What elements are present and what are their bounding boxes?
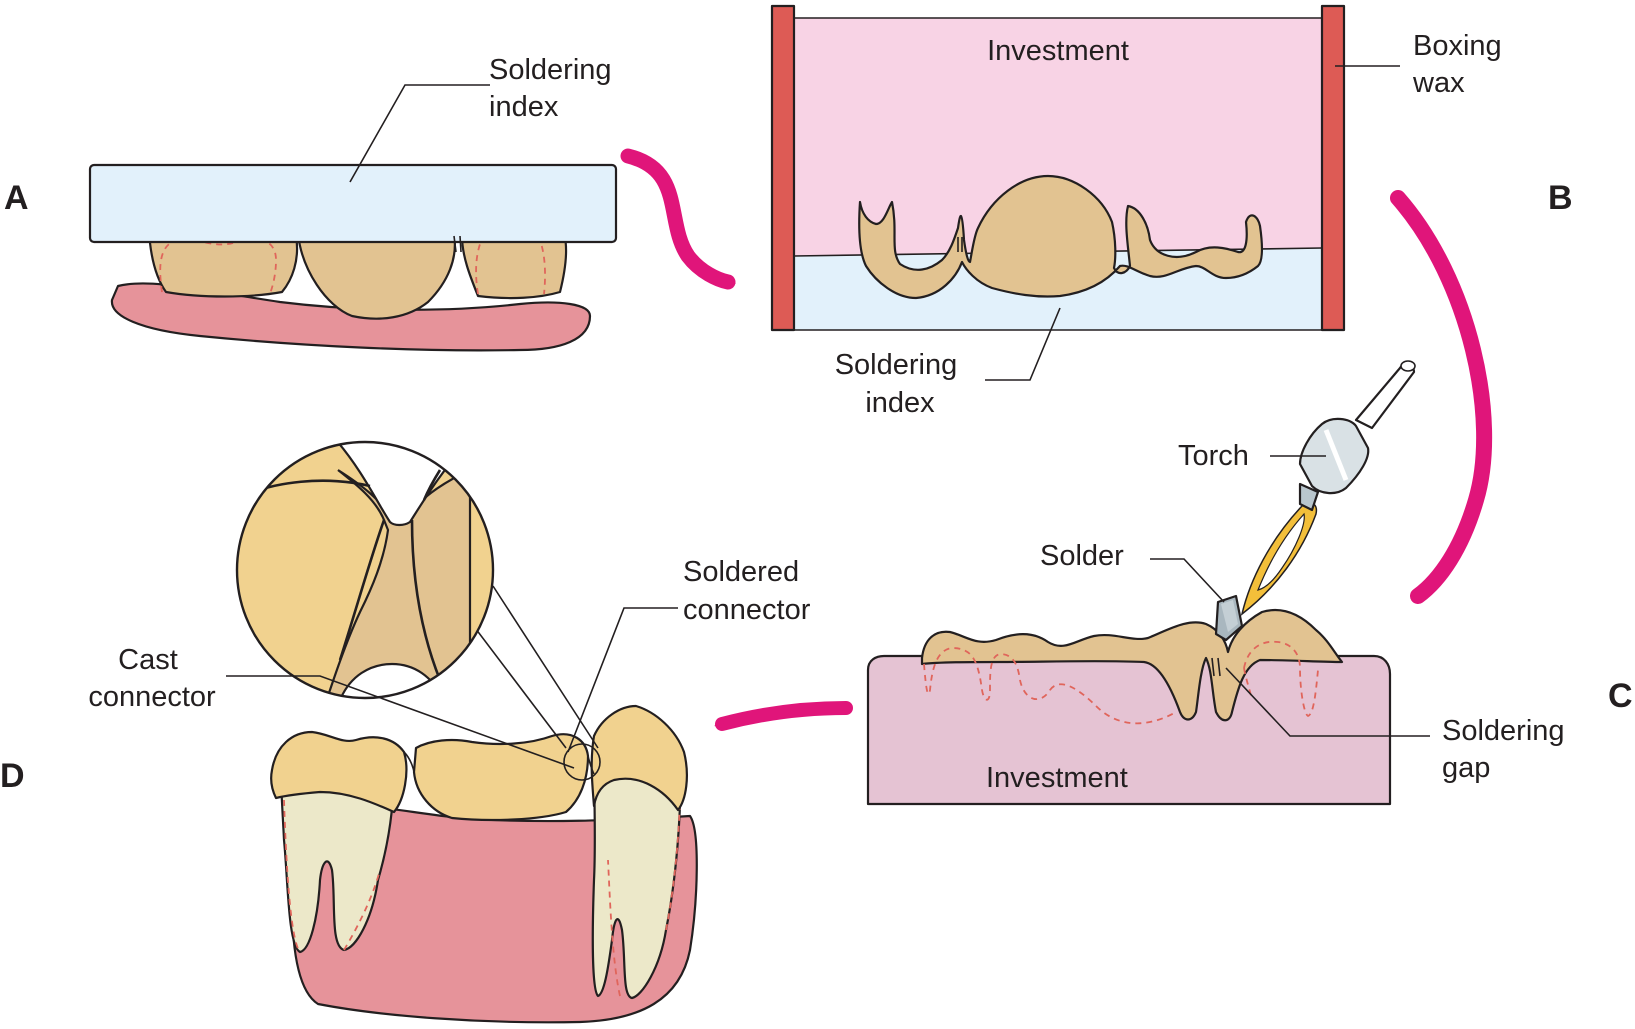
torch-nozzle [1298,482,1320,512]
panel-b-soldering-index-label: Soldering index [835,349,966,419]
panel-a-soldering-index-block [88,163,618,244]
arrow-b-to-c [1390,190,1493,604]
panel-label-b: B [1548,179,1573,217]
panel-c-soldering-gap-label: Soldering gap [1442,715,1573,784]
panel-label-d: D [0,757,25,795]
panel-c-prosthesis [920,608,1344,722]
panel-label-c: C [1608,677,1633,715]
panel-b-boxing-wax-right [1320,4,1346,332]
panel-label-a: A [4,179,29,217]
panel-c-solder-label: Solder [1040,540,1124,572]
panel-d-molar-crown [590,704,688,812]
panel-c: Torch Solder Soldering gap Investment C [866,360,1633,806]
panel-a-soldering-gap [453,235,462,253]
panel-d-joint-highlight [563,743,601,781]
panel-b-boxing-wax-left [770,4,796,332]
torch-hose [1354,363,1416,430]
panel-a-soldering-index-label: Soldering index [489,54,620,123]
arrow-a-to-b [620,148,736,290]
panel-b-investment-label: Investment [987,35,1129,67]
torch-flame-inner [1257,512,1305,591]
panel-c-investment-block [866,654,1392,806]
panel-b-boxing-wax-label: Boxing wax [1412,30,1510,99]
panel-d-pontic-crown [412,733,590,822]
arrow-c-to-d [714,701,853,731]
panel-d: Soldered connector Cast connector D [0,440,811,1024]
panel-b: Investment Boxing wax Soldering index B [770,4,1573,419]
panel-a-gum [110,282,592,352]
panel-d-cast-connector-label: Cast connector [88,644,216,713]
panel-b-prosthesis [858,174,1264,300]
panel-c-torch [1240,360,1416,616]
panel-d-magnified-view [237,442,493,698]
panel-c-investment-label: Investment [986,762,1128,794]
panel-d-premolar-crown [270,730,408,814]
panel-d-soldered-connector-label: Soldered connector [683,556,811,626]
panel-c-torch-label: Torch [1178,440,1249,472]
panel-a: Soldering index A [4,54,620,352]
